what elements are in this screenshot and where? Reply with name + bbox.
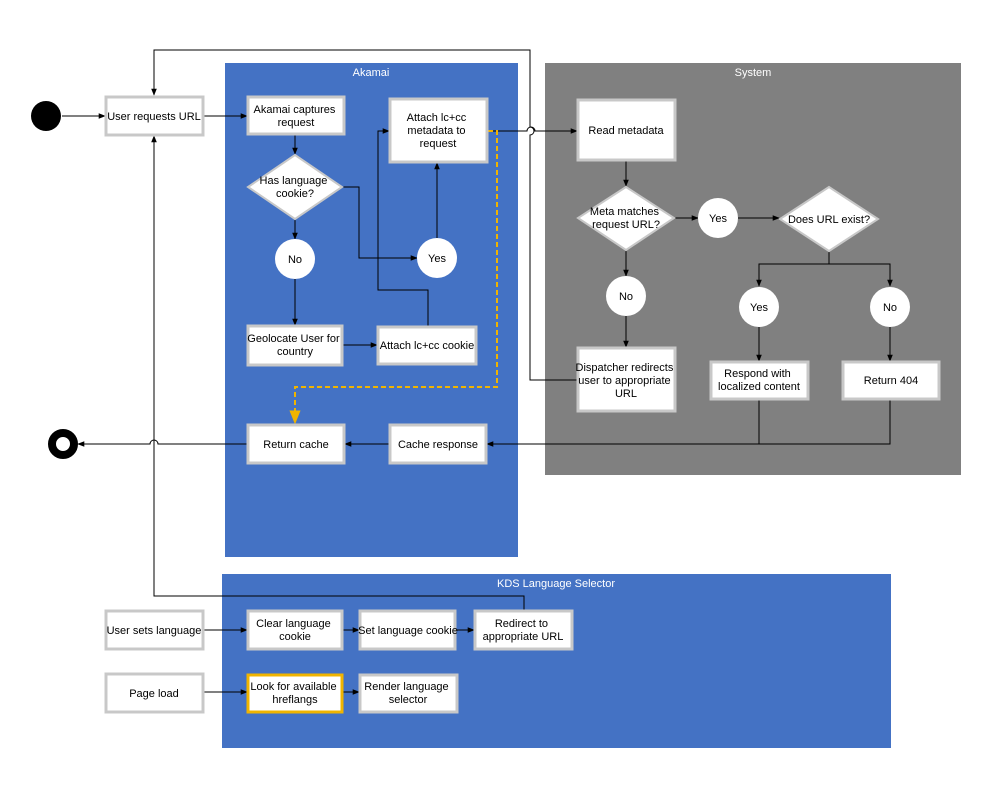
process-cache-response: Cache response: [388, 423, 488, 465]
edge-404-to-cache: [759, 399, 891, 445]
process-look-hreflangs: Look for available hreflangs: [246, 673, 344, 714]
decision-has-cookie: Has language cookie?: [246, 153, 344, 221]
edge-dispatcher-to-request: [151, 49, 577, 381]
process-read-metadata: Read metadata: [576, 98, 677, 162]
process-label: Look for available hreflangs: [250, 681, 339, 706]
process-redirect-url: Redirect to appropriate URL: [473, 609, 574, 651]
decision-label: Has language cookie?: [260, 175, 331, 200]
branch-label: No: [883, 302, 897, 314]
process-label: Dispatcher redirects user to appropriate…: [576, 362, 677, 400]
process-return-cache: Return cache: [246, 423, 346, 465]
edge-returncache-to-end: [77, 439, 247, 447]
akamai-panel-title: Akamai: [353, 67, 390, 79]
process-label: Page load: [129, 688, 179, 700]
process-user-sets-language: User sets language: [104, 609, 205, 651]
branch-label: No: [288, 254, 302, 266]
decision-url-exist: Does URL exist?: [778, 185, 880, 253]
branch-yes-url: Yes: [739, 287, 779, 327]
kds-panel-title: KDS Language Selector: [497, 578, 615, 590]
branch-label: Yes: [709, 213, 727, 225]
process-label: Redirect to appropriate URL: [483, 618, 564, 643]
start-node: [31, 101, 61, 131]
branch-no-url: No: [870, 287, 910, 327]
process-label: Cache response: [398, 439, 478, 451]
branch-yes-meta: Yes: [698, 198, 738, 238]
kds-panel: KDS Language Selector: [222, 574, 891, 748]
branch-label: No: [619, 291, 633, 303]
process-page-load: Page load: [104, 672, 205, 714]
process-label: Respond with localized content: [718, 368, 800, 393]
process-attach-cookie: Attach lc+cc cookie: [376, 325, 478, 366]
edge-decision-to-yes: [341, 186, 418, 261]
process-return-404: Return 404: [841, 360, 941, 401]
process-label: Render language selector: [364, 681, 451, 706]
process-user-requests-url: User requests URL: [104, 95, 205, 137]
process-label: User sets language: [107, 625, 202, 637]
end-node: [48, 429, 78, 459]
edges: [62, 49, 893, 695]
edge-redirect-to-request: [151, 135, 525, 610]
process-clear-cookie: Clear language cookie: [246, 609, 344, 651]
decision-label: Meta matches request URL?: [590, 206, 662, 231]
branch-label: Yes: [750, 302, 768, 314]
process-geolocate: Geolocate User for country: [246, 324, 344, 367]
edge-metadata-to-cache-dashed: [289, 130, 498, 425]
branch-no-meta: No: [606, 276, 646, 316]
decision-label: Does URL exist?: [788, 214, 870, 226]
process-label: Attach lc+cc cookie: [380, 340, 474, 352]
process-label: Geolocate User for country: [247, 333, 342, 358]
branch-label: Yes: [428, 253, 446, 265]
process-akamai-captures: Akamai captures request: [246, 95, 346, 136]
process-label: Attach lc+cc metadata to request: [407, 112, 470, 150]
process-label: Return 404: [864, 375, 918, 387]
process-label: Set language cookie: [358, 625, 458, 637]
process-dispatcher: Dispatcher redirects user to appropriate…: [576, 346, 677, 413]
system-panel-title: System: [735, 67, 772, 79]
edge-exist-to-yes: [756, 251, 830, 287]
process-set-cookie: Set language cookie: [358, 609, 458, 651]
process-render-selector: Render language selector: [358, 673, 459, 714]
process-label: Akamai captures request: [254, 104, 339, 129]
process-label: Return cache: [263, 439, 328, 451]
process-attach-metadata: Attach lc+cc metadata to request: [388, 97, 489, 164]
decision-meta-matches: Meta matches request URL?: [576, 185, 676, 252]
process-label: User requests URL: [107, 111, 201, 123]
edge-exist-to-no: [829, 263, 893, 287]
process-respond-localized: Respond with localized content: [709, 360, 810, 401]
process-label: Read metadata: [588, 125, 664, 137]
edge-cookie-to-metadata: [377, 128, 429, 326]
branch-yes-cookie: Yes: [417, 238, 457, 278]
process-label: Clear language cookie: [256, 618, 334, 643]
branch-no-cookie: No: [275, 239, 315, 279]
